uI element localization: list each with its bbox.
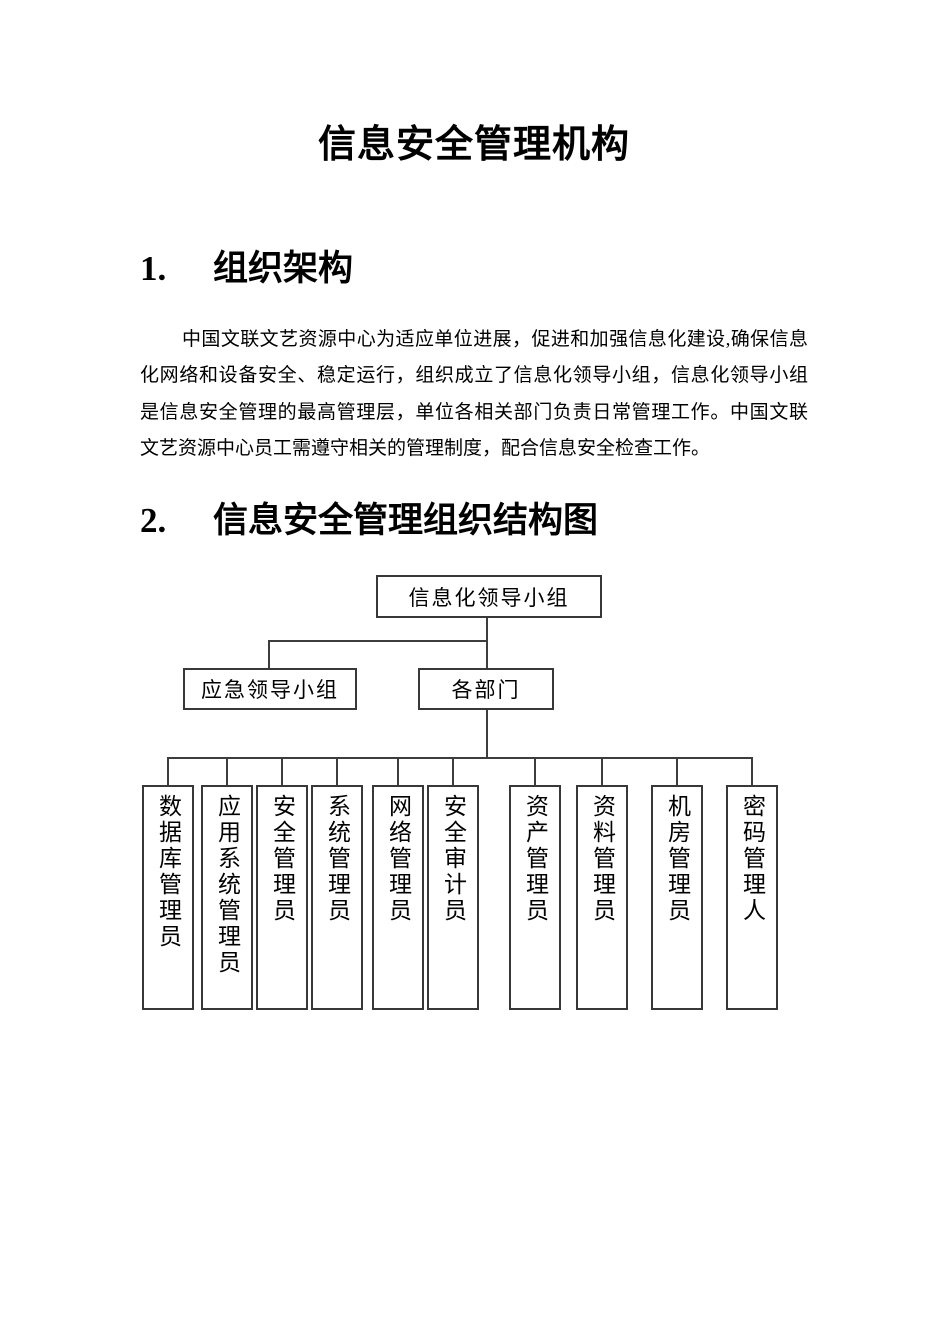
section-2-number: 2.	[140, 501, 167, 540]
org-member-label: 安全审计员	[440, 794, 466, 924]
paragraph-line: 文艺资源中心员工需遵守相关的管理制度，配合信息安全检查工作。	[140, 437, 711, 459]
section-2-title: 信息安全管理组织结构图	[213, 501, 599, 540]
org-emergency-group-box: 应急领导小组	[183, 668, 357, 710]
connector-departments-stem	[486, 710, 488, 757]
document-title: 信息安全管理机构	[317, 124, 630, 166]
org-member-box: 机房管理员	[651, 785, 703, 1010]
org-departments-box: 各部门	[418, 668, 554, 710]
org-root-box: 信息化领导小组	[376, 575, 602, 618]
connector-root-stem	[486, 618, 488, 668]
connector-member-drop	[336, 757, 338, 785]
org-member-box: 密码管理人	[726, 785, 778, 1010]
org-member-box: 数据库管理员	[142, 785, 194, 1010]
org-member-box: 网络管理员	[372, 785, 424, 1010]
connector-member-drop	[751, 757, 753, 785]
org-member-label: 安全管理员	[269, 794, 295, 924]
org-member-label: 资产管理员	[522, 794, 548, 924]
org-member-label: 数据库管理员	[155, 794, 181, 950]
connector-members-horizontal	[167, 757, 753, 759]
org-member-label: 应用系统管理员	[214, 794, 240, 976]
org-root-label: 信息化领导小组	[408, 585, 570, 610]
connector-member-drop	[534, 757, 536, 785]
org-departments-label: 各部门	[451, 678, 521, 702]
org-member-box: 资产管理员	[509, 785, 561, 1010]
connector-level2-horizontal	[268, 640, 487, 642]
org-member-box: 安全审计员	[427, 785, 479, 1010]
org-member-label: 系统管理员	[324, 794, 350, 924]
paragraph-line: 是信息安全管理的最高管理层，单位各相关部门负责日常管理工作。中国文联	[140, 401, 808, 423]
section-1-title: 组织架构	[213, 249, 354, 288]
connector-member-drop	[452, 757, 454, 785]
section-heading-1: 1. 组织架构	[140, 248, 353, 290]
org-member-label: 机房管理员	[664, 794, 690, 924]
body-paragraph: 中国文联文艺资源中心为适应单位进展，促进和加强信息化建设,确保信息 化网络和设备…	[140, 322, 808, 467]
org-member-label: 资料管理员	[589, 794, 615, 924]
connector-member-drop	[676, 757, 678, 785]
paragraph-line: 中国文联文艺资源中心为适应单位进展，促进和加强信息化建设,确保信息	[182, 329, 808, 350]
org-member-box: 应用系统管理员	[201, 785, 253, 1010]
org-member-label: 网络管理员	[385, 794, 411, 924]
org-member-box: 资料管理员	[576, 785, 628, 1010]
connector-member-drop	[397, 757, 399, 785]
section-heading-2: 2. 信息安全管理组织结构图	[140, 500, 598, 542]
connector-member-drop	[226, 757, 228, 785]
org-member-box: 安全管理员	[256, 785, 308, 1010]
org-member-label: 密码管理人	[739, 794, 765, 924]
org-emergency-group-label: 应急领导小组	[201, 678, 339, 702]
paragraph-line: 化网络和设备安全、稳定运行，组织成立了信息化领导小组，信息化领导小组	[140, 365, 808, 387]
org-member-box: 系统管理员	[311, 785, 363, 1010]
connector-member-drop	[167, 757, 169, 785]
connector-emergency-drop	[268, 640, 270, 668]
connector-member-drop	[281, 757, 283, 785]
section-1-number: 1.	[140, 249, 167, 288]
connector-member-drop	[601, 757, 603, 785]
